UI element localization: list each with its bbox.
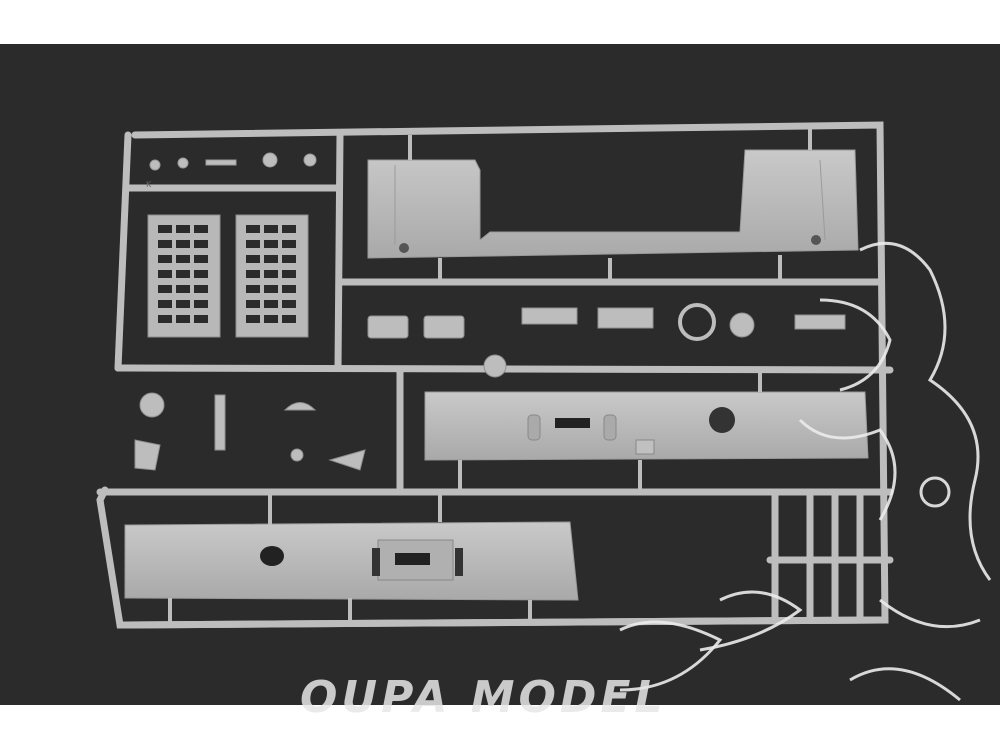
watermark-text: OUPA MODEL <box>300 672 667 723</box>
gates-top <box>408 128 812 282</box>
lower-hull-part <box>124 521 579 601</box>
top-panel-part <box>367 149 859 259</box>
middle-small-parts <box>134 303 846 471</box>
sprue-photo: K <box>0 44 1000 705</box>
watermark-dragon <box>619 241 992 702</box>
small-parts-row <box>149 152 317 171</box>
sprue-letter: K <box>146 180 152 189</box>
gates-lower <box>168 372 762 625</box>
sprue-drawing <box>96 121 992 702</box>
middle-hull-part <box>424 391 869 461</box>
grille-parts <box>147 214 309 338</box>
